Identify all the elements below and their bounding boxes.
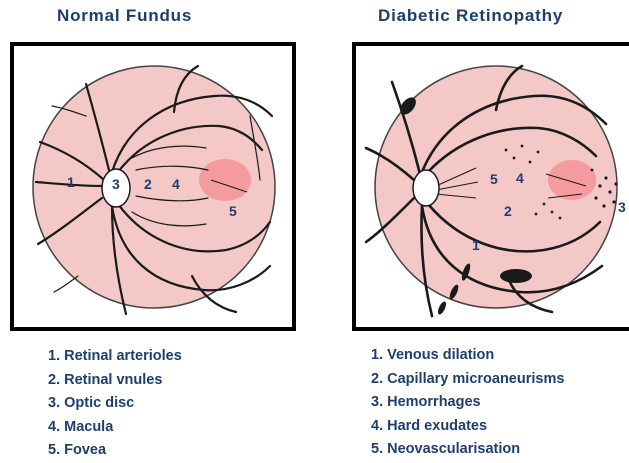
diabetic-retinopathy-title: Diabetic Retinopathy bbox=[378, 6, 563, 26]
normal-fundus-legend: 1. Retinal arterioles 2. Retinal vnules … bbox=[48, 345, 182, 463]
legend-item: 4. Macula bbox=[48, 416, 182, 440]
normal-fundus-diagram: 1 3 2 4 5 bbox=[14, 46, 292, 327]
label-3: 3 bbox=[112, 176, 120, 192]
diabetic-retinopathy-legend: 1. Venous dilation 2. Capillary microane… bbox=[371, 344, 564, 462]
normal-fundus-panel: 1 3 2 4 5 bbox=[10, 42, 296, 331]
legend-item: 5. Neovascularisation bbox=[371, 438, 564, 462]
legend-item: 2. Retinal vnules bbox=[48, 369, 182, 393]
label-5: 5 bbox=[229, 203, 237, 219]
label-2: 2 bbox=[504, 203, 512, 219]
diabetic-retinopathy-diagram: 5 4 2 1 3 bbox=[356, 46, 629, 327]
legend-item: 2. Capillary microaneurisms bbox=[371, 368, 564, 392]
legend-item: 4. Hard exudates bbox=[371, 415, 564, 439]
normal-fundus-title: Normal Fundus bbox=[57, 6, 192, 26]
legend-item: 5. Fovea bbox=[48, 439, 182, 463]
optic-disc bbox=[413, 170, 439, 206]
legend-item: 3. Hemorrhages bbox=[371, 391, 564, 415]
macula bbox=[199, 159, 251, 201]
label-2: 2 bbox=[144, 176, 152, 192]
legend-item: 1. Venous dilation bbox=[371, 344, 564, 368]
diabetic-retinopathy-panel: 5 4 2 1 3 bbox=[352, 42, 629, 331]
label-5: 5 bbox=[490, 171, 498, 187]
label-4: 4 bbox=[516, 170, 524, 186]
label-4: 4 bbox=[172, 176, 180, 192]
label-3: 3 bbox=[618, 199, 626, 215]
macula bbox=[548, 160, 596, 200]
legend-item: 3. Optic disc bbox=[48, 392, 182, 416]
legend-item: 1. Retinal arterioles bbox=[48, 345, 182, 369]
label-1: 1 bbox=[67, 174, 75, 190]
label-1: 1 bbox=[472, 237, 480, 253]
